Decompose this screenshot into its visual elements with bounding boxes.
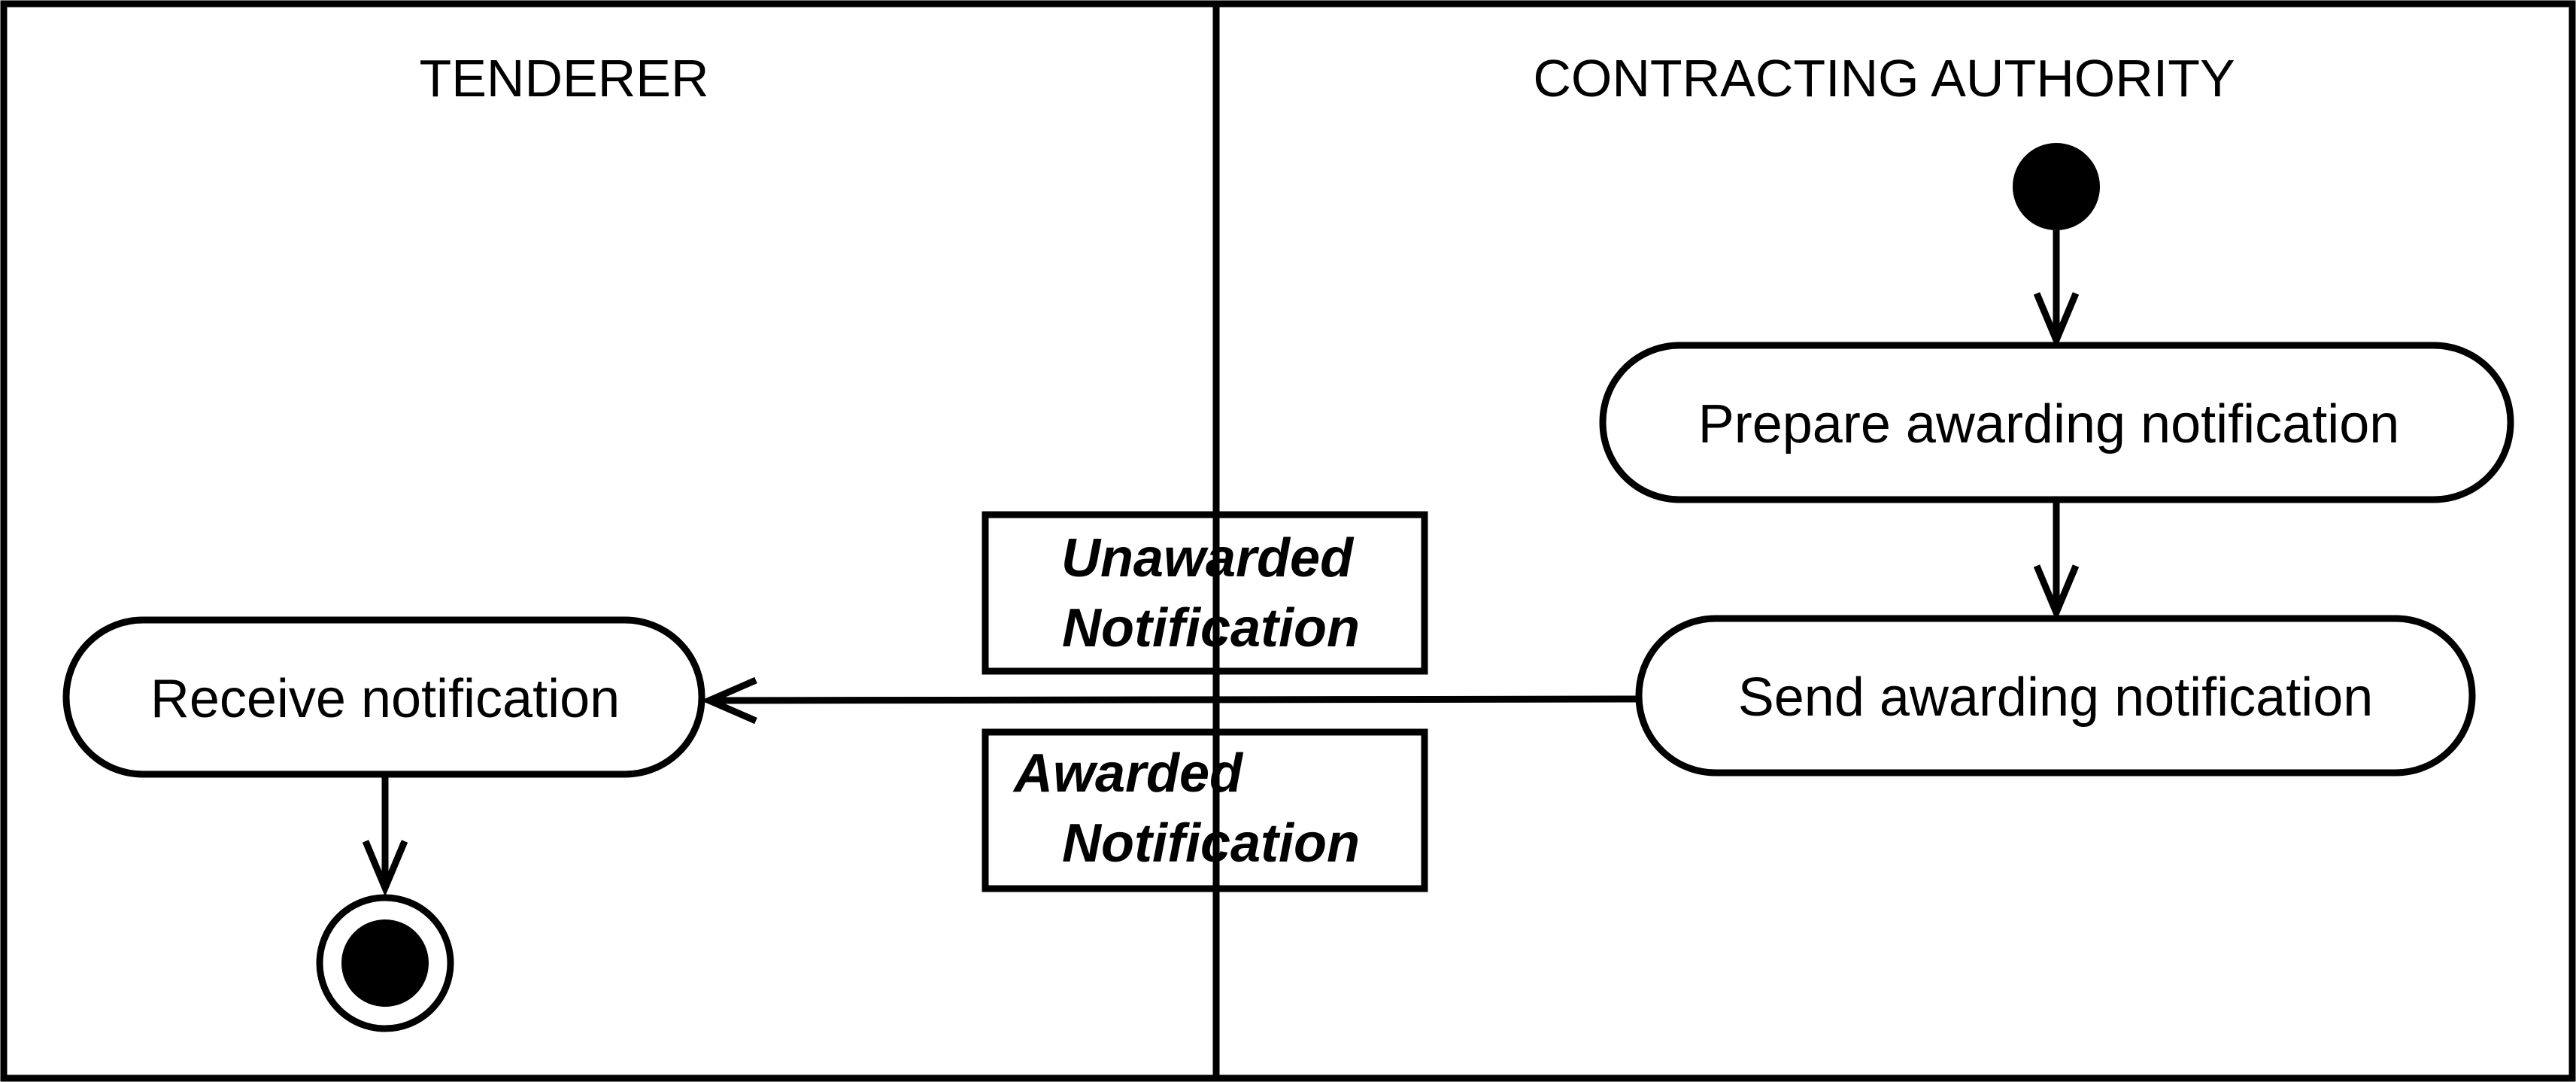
final-node-core — [341, 919, 429, 1007]
arrowhead-start-to-prepare — [2033, 292, 2080, 349]
swimlane-title-contracting-authority: CONTRACTING AUTHORITY — [1533, 49, 2235, 108]
swimlane-title-tenderer: TENDERER — [419, 49, 708, 108]
object-awarded-line2: Notification — [1062, 813, 1360, 874]
final-node-ring — [316, 894, 454, 1032]
initial-node — [2013, 143, 2100, 230]
action-send-awarding-notification — [1635, 615, 2476, 777]
action-send-label: Send awarding notification — [1738, 667, 2374, 728]
object-unawarded-line2: Notification — [1062, 598, 1360, 658]
object-unawarded-notification — [982, 511, 1428, 675]
action-receive-notification — [62, 616, 705, 778]
arrowhead-to-receive — [700, 676, 757, 725]
arrowhead-receive-to-final — [362, 840, 408, 897]
action-prepare-label: Prepare awarding notification — [1698, 394, 2400, 454]
action-prepare-awarding-notification — [1599, 342, 2514, 503]
object-awarded-line1: Awarded — [1012, 743, 1244, 804]
action-receive-label: Receive notification — [150, 669, 620, 729]
object-unawarded-line1: Unawarded — [1061, 528, 1355, 588]
object-flow-send-to-receive — [708, 695, 1640, 704]
object-awarded-notification — [982, 728, 1428, 892]
arrowhead-prepare-to-send — [2033, 564, 2080, 622]
